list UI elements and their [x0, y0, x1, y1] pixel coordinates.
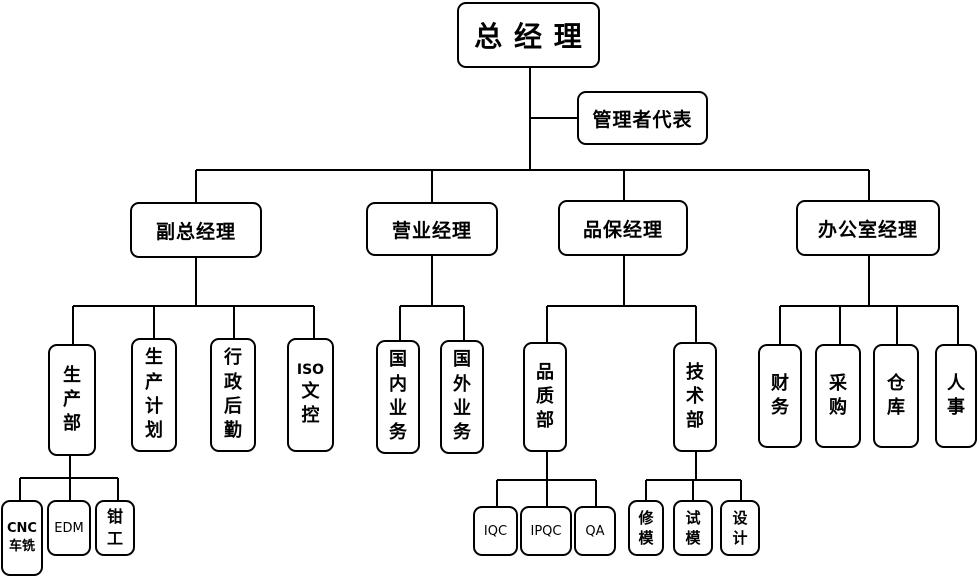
hr-label: 人事 — [947, 372, 965, 418]
purchasing-label: 采购 — [829, 372, 847, 418]
ipqc-box: IPQC — [520, 506, 572, 556]
iso-doc-control-box: ISO 文 控 — [287, 338, 334, 452]
warehouse-box: 仓库 — [873, 344, 919, 448]
mold-repair-label: 修模 — [638, 508, 654, 547]
general-manager-box: 总 经 理 — [457, 2, 600, 68]
production-dept-box: 生产部 — [48, 344, 96, 456]
hr-box: 人事 — [935, 344, 977, 448]
finance-box: 财务 — [758, 344, 802, 448]
iqc-label: IQC — [483, 523, 508, 539]
quality-dept-label: 品质部 — [536, 361, 554, 432]
purchasing-box: 采购 — [815, 344, 861, 448]
foreign-business-box: 国外业务 — [440, 340, 484, 454]
qa-label: QA — [585, 523, 605, 539]
domestic-business-label: 国内业务 — [389, 349, 407, 444]
mold-trial-label: 试模 — [685, 508, 701, 547]
ipqc-label: IPQC — [530, 523, 562, 539]
production-plan-label: 生产计划 — [145, 347, 163, 442]
mold-repair-box: 修模 — [628, 500, 664, 556]
edm-box: EDM — [47, 500, 91, 556]
office-manager-label: 办公室经理 — [817, 218, 918, 241]
milling-label: 车铣 — [8, 539, 35, 554]
quality-dept-box: 品质部 — [523, 342, 567, 452]
admin-logistics-label: 行政后勤 — [224, 347, 242, 442]
qa-manager-box: 品保经理 — [558, 200, 688, 256]
iso-label: ISO — [296, 362, 325, 379]
finance-label: 财务 — [771, 372, 789, 418]
design-label: 设计 — [732, 508, 748, 547]
cnc-label: CNC — [7, 520, 37, 536]
deputy-gm-box: 副总经理 — [130, 202, 262, 258]
general-manager-label: 总 经 理 — [474, 20, 583, 53]
qa-box: QA — [574, 506, 616, 556]
iso-doc-label: 文 — [301, 381, 320, 403]
iso-control-label: 控 — [301, 405, 320, 427]
deputy-gm-label: 副总经理 — [155, 220, 236, 243]
sales-manager-box: 营业经理 — [366, 202, 498, 256]
admin-logistics-box: 行政后勤 — [210, 338, 256, 452]
office-manager-box: 办公室经理 — [796, 200, 940, 256]
tech-dept-label: 技术部 — [686, 361, 704, 432]
foreign-business-label: 国外业务 — [453, 349, 471, 444]
sales-manager-label: 营业经理 — [391, 219, 472, 242]
iqc-box: IQC — [473, 506, 518, 556]
management-rep-label: 管理者代表 — [592, 108, 693, 131]
domestic-business-box: 国内业务 — [376, 340, 420, 454]
management-rep-box: 管理者代表 — [577, 91, 708, 145]
tech-dept-box: 技术部 — [673, 342, 717, 452]
cnc-milling-box: CNC 车铣 — [1, 500, 43, 576]
edm-label: EDM — [54, 520, 84, 536]
fitter-box: 钳工 — [95, 500, 135, 556]
warehouse-label: 仓库 — [887, 372, 905, 418]
design-box: 设计 — [720, 500, 760, 556]
fitter-label: 钳工 — [107, 507, 124, 548]
production-plan-box: 生产计划 — [131, 338, 177, 452]
mold-trial-box: 试模 — [673, 500, 713, 556]
qa-manager-label: 品保经理 — [582, 218, 663, 241]
production-dept-label: 生产部 — [63, 364, 81, 435]
